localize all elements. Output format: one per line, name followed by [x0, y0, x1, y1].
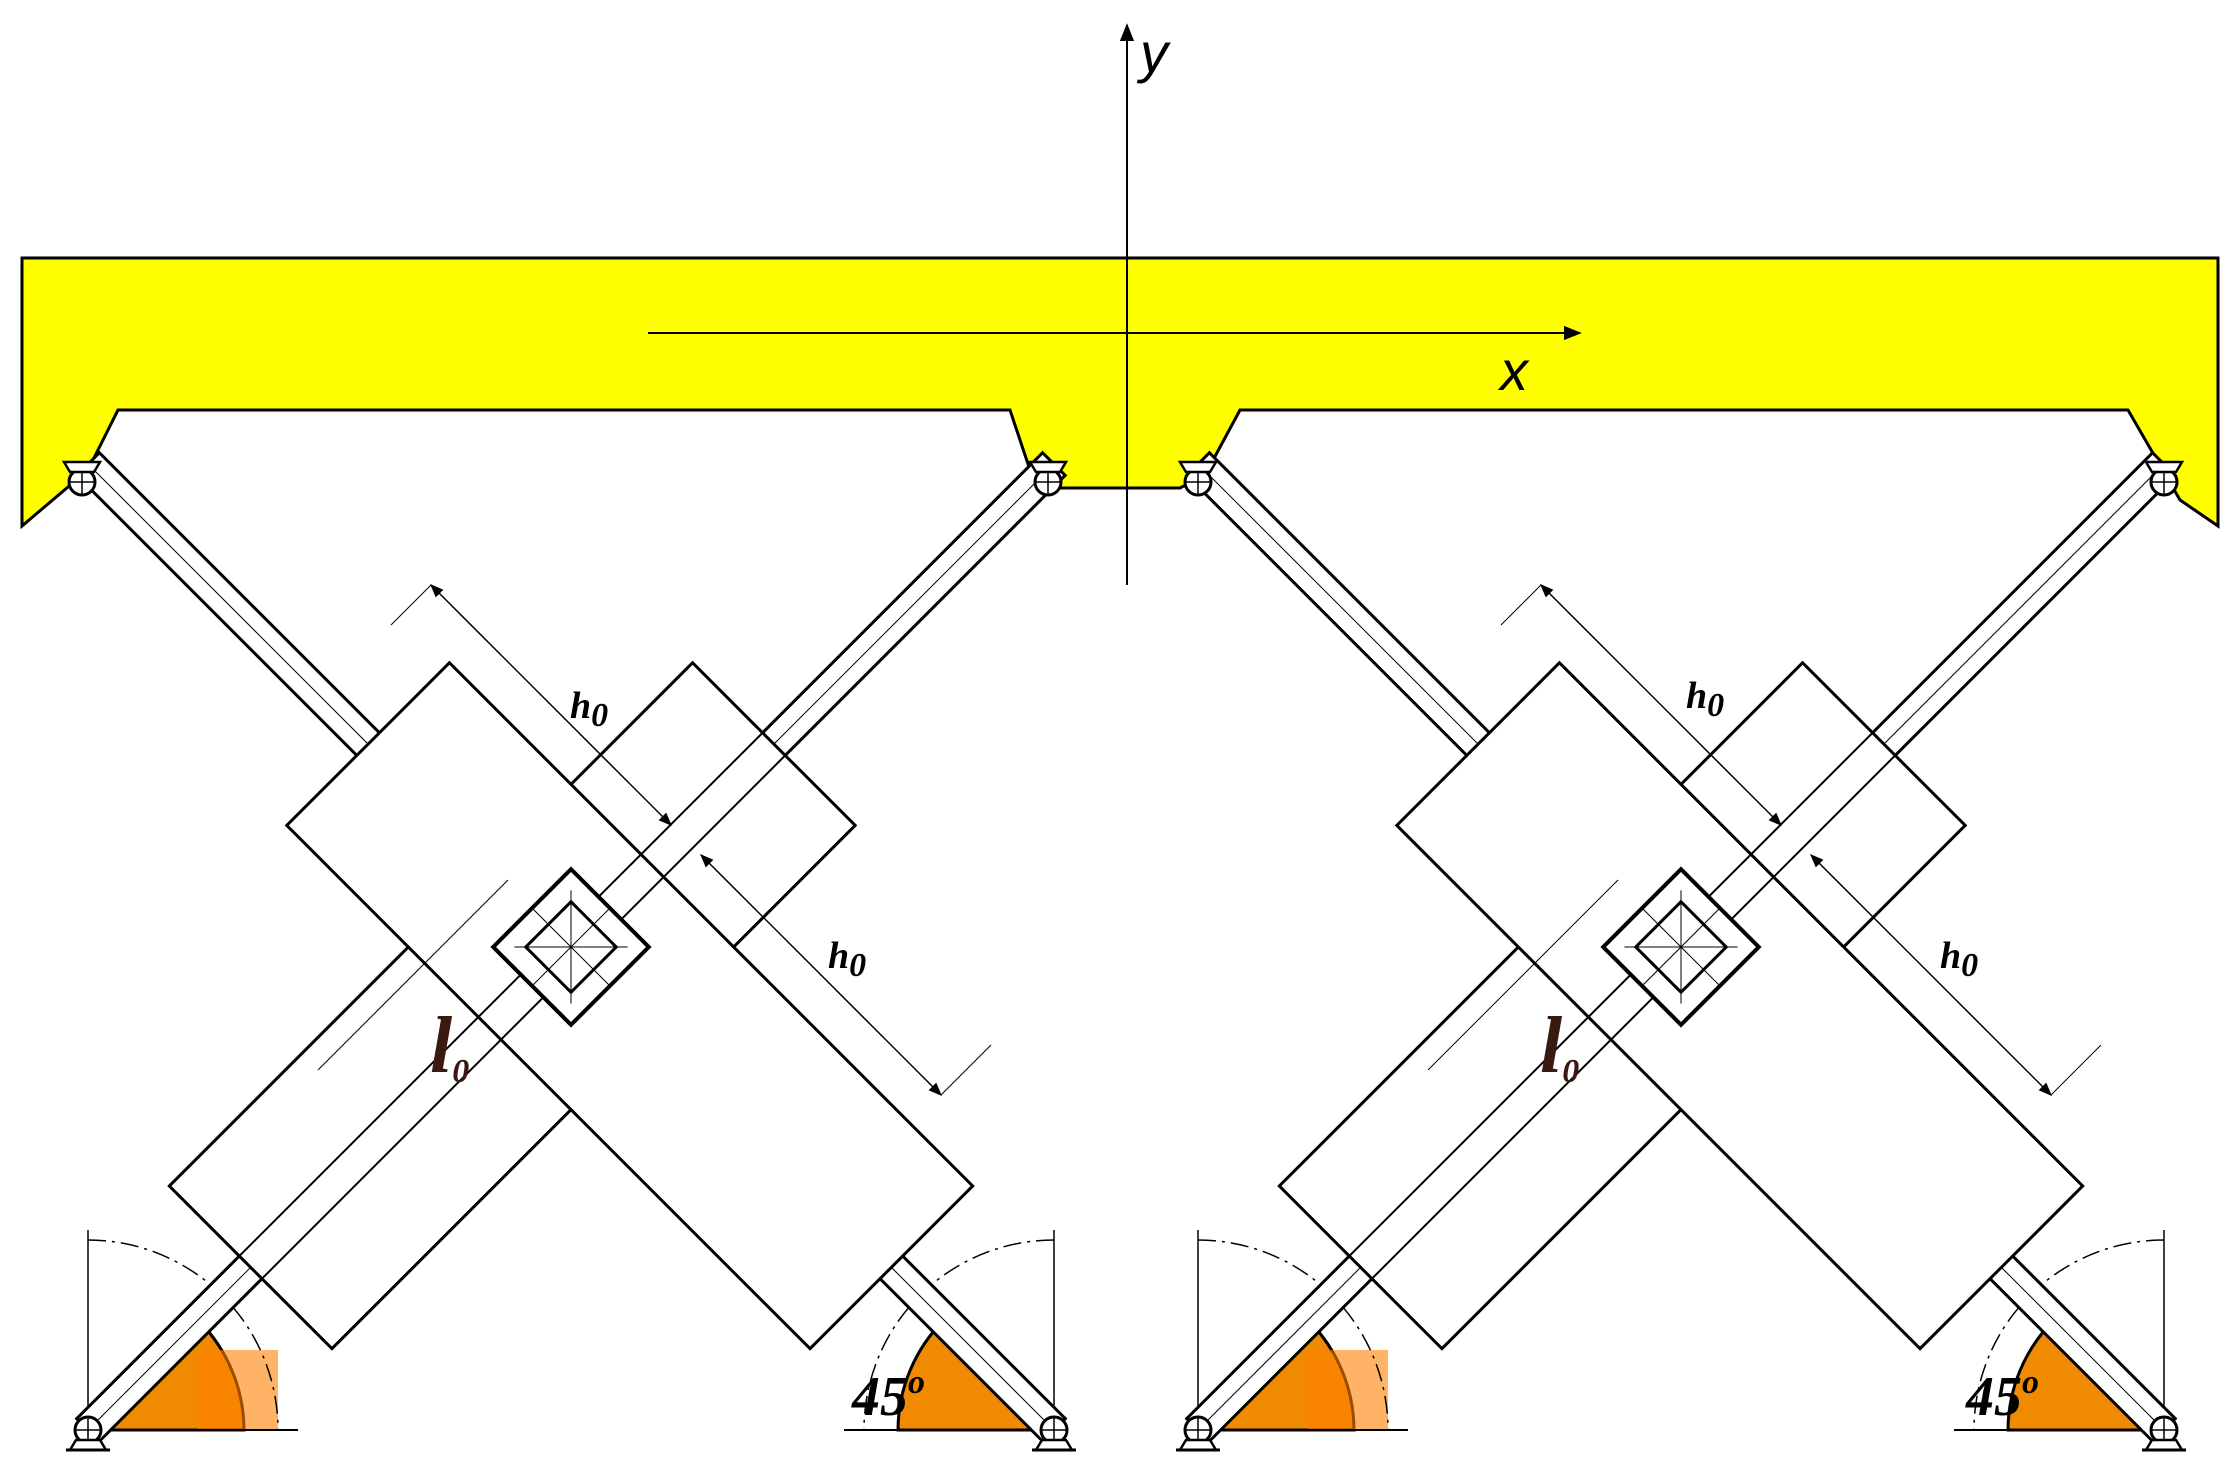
l0-label-right: l0 — [1540, 1002, 1579, 1090]
h0-label-upper-right: h0 — [1686, 675, 1724, 724]
h0-label-lower-left: h0 — [828, 935, 866, 984]
x-axis-label: x — [1497, 339, 1530, 402]
angle-label-left: 45o — [851, 1364, 925, 1428]
platform — [20, 256, 2220, 530]
left-scissor-unit — [7, 383, 1136, 1475]
h0-label-upper-left: h0 — [570, 685, 608, 734]
l0-label-left: l0 — [430, 1002, 469, 1090]
angle-label-right: 45o — [1965, 1364, 2039, 1428]
right-scissor-unit — [1117, 383, 2240, 1475]
y-axis-label: y — [1136, 21, 1171, 84]
h0-label-lower-right: h0 — [1940, 935, 1978, 984]
